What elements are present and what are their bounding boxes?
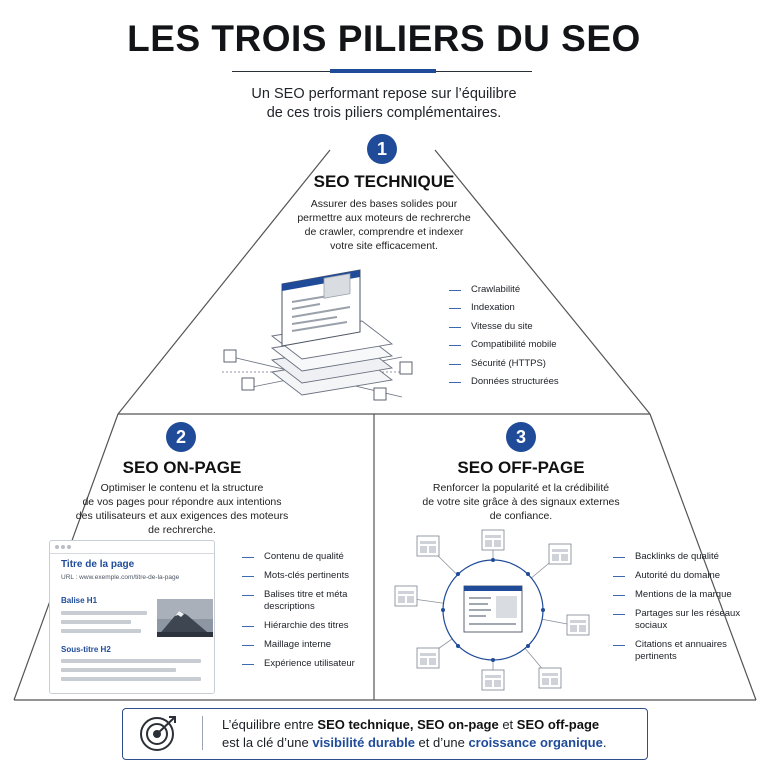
section-number-badge: 2 (166, 422, 196, 452)
desc-line: de crawler, comprendre et indexer (304, 226, 464, 238)
text-line (61, 620, 131, 624)
section-title-technique: SEO TECHNIQUE (313, 172, 455, 191)
text-fragment: et (498, 717, 517, 732)
list-item: Sécurité (HTTPS) (449, 358, 599, 370)
desc-line: de rechrerche. (148, 524, 216, 536)
page-title: LES TROIS PILIERS DU SEO (127, 18, 641, 59)
list-item: Balises titre et méta descriptions (242, 589, 362, 613)
list-item: Indexation (449, 302, 599, 314)
banner-divider (202, 716, 203, 750)
section-desc-onpage: Optimiser le contenu et la structure de … (72, 481, 292, 537)
title-divider-accent (330, 69, 436, 73)
list-item: Crawlabilité (449, 284, 599, 296)
list-onpage: Contenu de qualité Mots-clés pertinents … (242, 551, 362, 670)
section-number-badge: 1 (367, 134, 397, 164)
text-fragment: est la clé d’une (222, 735, 313, 750)
list-offpage: Backlinks de qualité Autorité du domaine… (613, 551, 743, 663)
desc-line: de vos pages pour répondre aux intention… (82, 496, 282, 508)
text-fragment: L’équilibre entre (222, 717, 318, 732)
window-dot (67, 545, 71, 549)
card-url: URL : www.exemple.com/titre-de-la-page (61, 574, 180, 581)
list-item: Mots-clés pertinents (242, 570, 362, 582)
list-item: Citations et annuaires pertinents (613, 639, 743, 663)
desc-line: Optimiser le contenu et la structure (100, 482, 264, 494)
list-item: Données structurées (449, 376, 599, 388)
conclusion-banner (122, 708, 648, 760)
list-item: Hiérarchie des titres (242, 620, 362, 632)
section-number-badge: 3 (506, 422, 536, 452)
target-icon (140, 716, 176, 751)
card-page-title: Titre de la page (61, 559, 135, 570)
section-desc-technique: Assurer des bases solides pour permettre… (254, 197, 514, 253)
text-line (61, 629, 141, 633)
card-h2-label: Sous-titre H2 (61, 645, 111, 654)
window-dot (61, 545, 65, 549)
text-line (61, 659, 201, 663)
list-item: Mentions de la marque (613, 589, 743, 601)
technical-layers-illustration (222, 269, 413, 401)
list-item: Compatibilité mobile (449, 339, 599, 351)
section-title-onpage: SEO ON-PAGE (122, 458, 242, 477)
emphasis-text: SEO technique, SEO on-page (317, 717, 499, 732)
mountain-image (157, 599, 213, 637)
emphasis-text: visibilité durable (312, 735, 415, 750)
emphasis-text: SEO off-page (516, 717, 600, 732)
text-line (61, 668, 176, 672)
subtitle-line: Un SEO performant repose sur l’équilibre (251, 86, 517, 102)
list-technique: Crawlabilité Indexation Vitesse du site … (449, 284, 599, 388)
backlink-network-illustration (394, 529, 590, 691)
card-titlebar (50, 541, 214, 554)
desc-line: Renforcer la popularité et la crédibilit… (432, 482, 610, 494)
text-fragment: . (602, 735, 607, 750)
conclusion-line: L’équilibre entre SEO technique, SEO on-… (222, 716, 606, 734)
conclusion-text: L’équilibre entre SEO technique, SEO on-… (222, 716, 606, 752)
list-item: Maillage interne (242, 639, 362, 651)
desc-line: de confiance. (489, 510, 553, 522)
window-dot (55, 545, 59, 549)
desc-line: de votre site grâce à des signaux extern… (422, 496, 620, 508)
list-item: Contenu de qualité (242, 551, 362, 563)
text-fragment: et d’une (414, 735, 469, 750)
desc-line: votre site efficacement. (330, 240, 438, 252)
card-h1-label: Balise H1 (61, 596, 98, 605)
conclusion-line: est la clé d’une visibilité durable et d… (222, 734, 606, 752)
page-preview-card: Titre de la page URL : www.exemple.com/t… (49, 540, 215, 694)
list-item: Autorité du domaine (613, 570, 743, 582)
desc-line: permettre aux moteurs de rechrerche (297, 212, 471, 224)
subtitle-line: de ces trois piliers complémentaires. (266, 105, 502, 121)
section-title-offpage: SEO OFF-PAGE (457, 458, 585, 477)
list-item: Backlinks de qualité (613, 551, 743, 563)
text-line (61, 677, 201, 681)
section-desc-offpage: Renforcer la popularité et la crédibilit… (411, 481, 631, 523)
emphasis-text: croissance organique (468, 735, 603, 750)
page-subtitle: Un SEO performant repose sur l’équilibre… (0, 85, 768, 123)
list-item: Expérience utilisateur (242, 658, 362, 670)
desc-line: Assurer des bases solides pour (310, 198, 458, 210)
text-line (61, 611, 147, 615)
list-item: Vitesse du site (449, 321, 599, 333)
desc-line: des utilisateurs et aux exigences des mo… (75, 510, 289, 522)
list-item: Partages sur les réseaux sociaux (613, 608, 743, 632)
